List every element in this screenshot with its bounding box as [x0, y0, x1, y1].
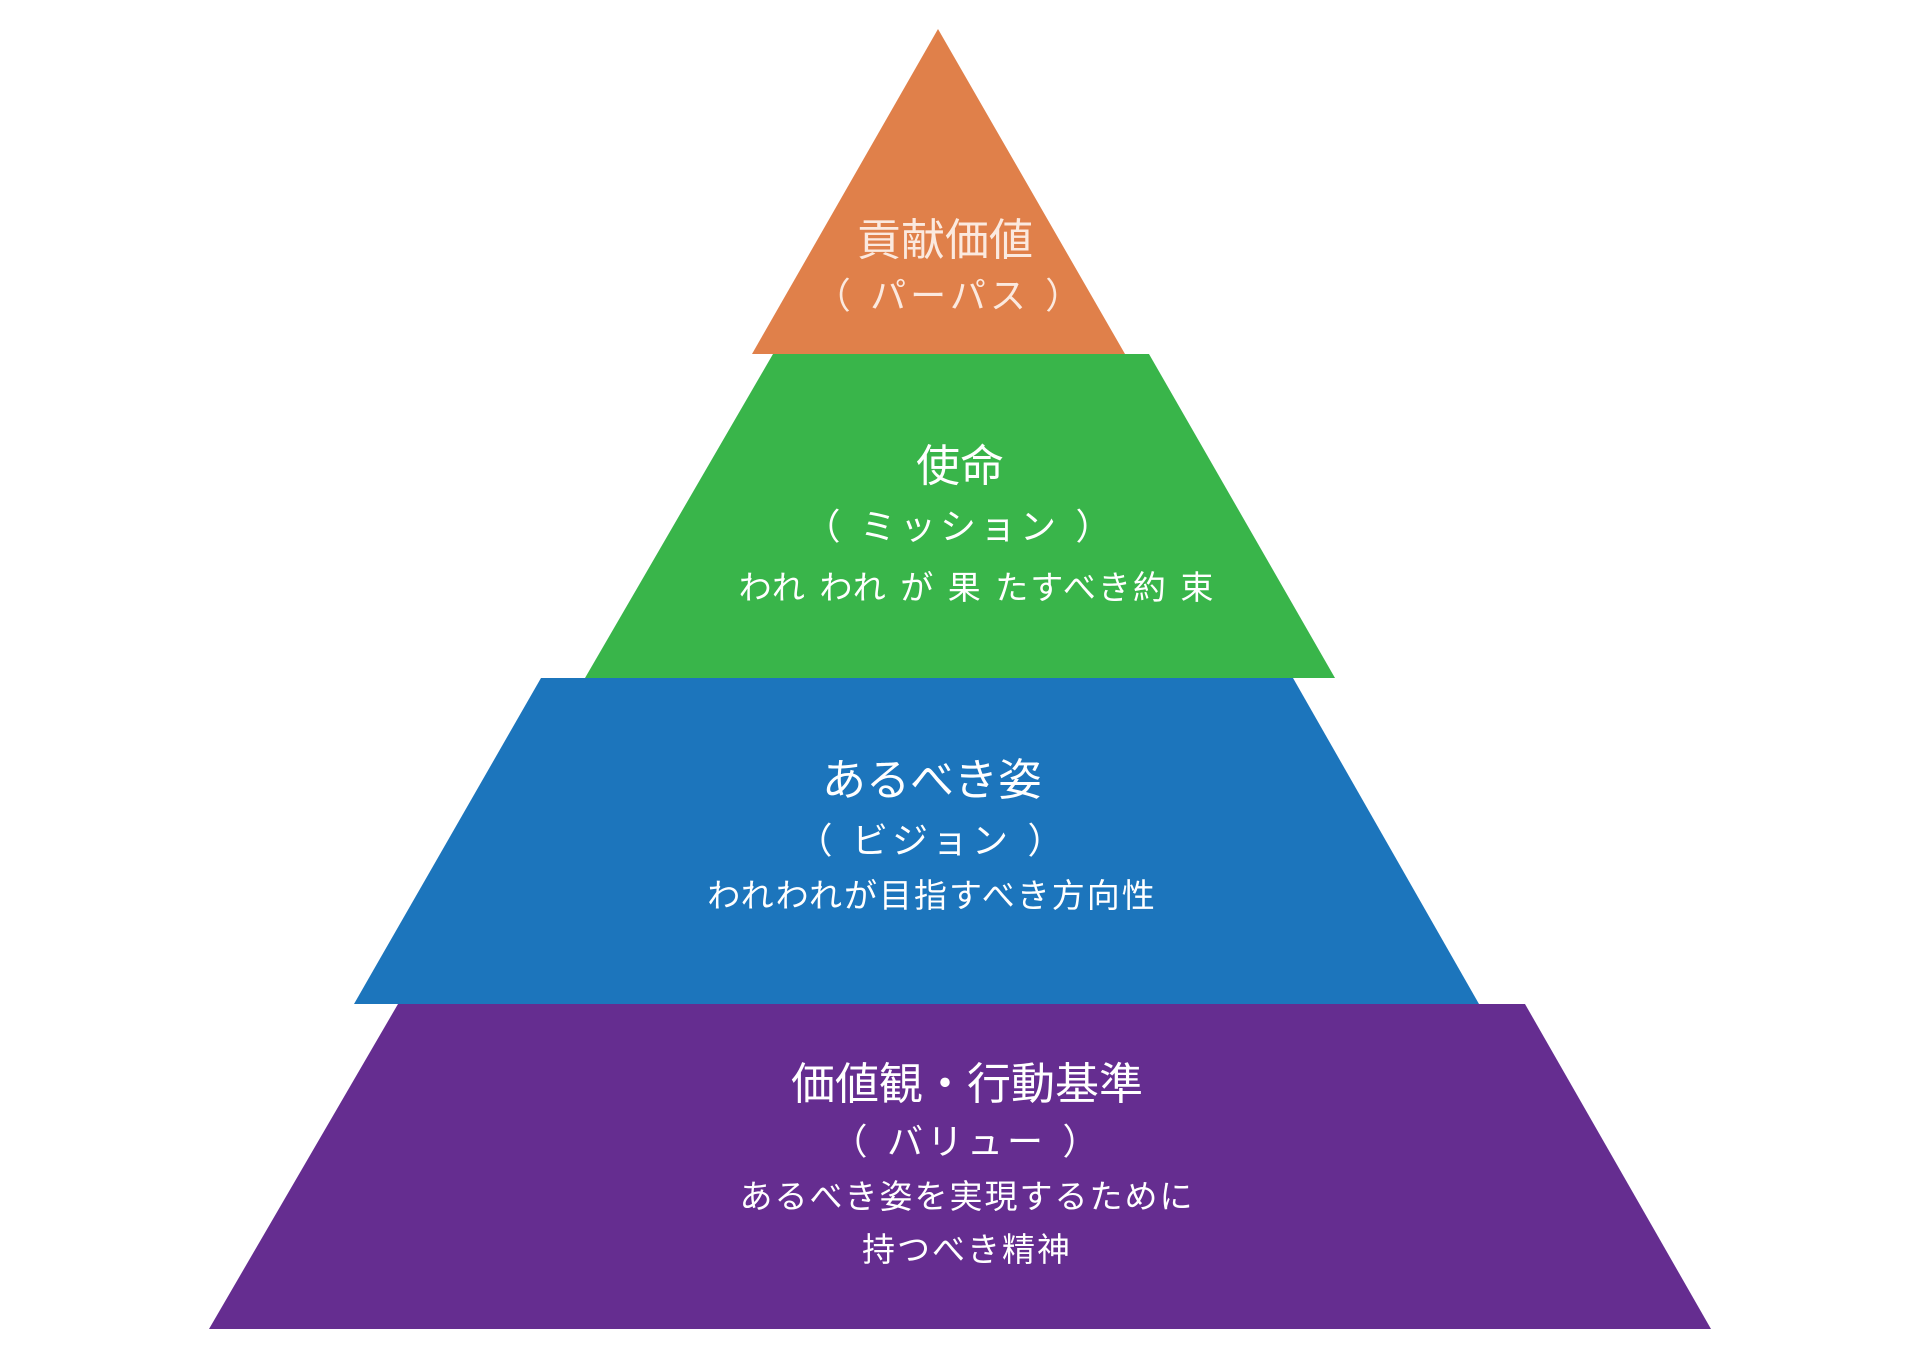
pyramid-tier-values: [209, 1004, 1711, 1329]
vision-subtitle: （ ビジョン ）: [796, 821, 1068, 862]
mission-title: 使命: [916, 441, 1004, 492]
purpose-title: 貢献価値: [857, 215, 1033, 266]
mission-description: われ われ が 果 たすべき約 束: [738, 568, 1216, 607]
purpose-subtitle: （ パーパス ）: [814, 276, 1086, 317]
vision-title: あるべき姿: [822, 755, 1042, 806]
pyramid-tier-vision: [354, 678, 1479, 1004]
pyramid-tier-mission: [585, 354, 1335, 678]
values-description-line2: 持つべき精神: [862, 1230, 1072, 1269]
pyramid-tier-purpose: [752, 29, 1125, 354]
values-title: 価値観・行動基準: [791, 1059, 1143, 1110]
values-subtitle: （ バリュー ）: [831, 1122, 1103, 1163]
mission-subtitle: （ ミッション ）: [804, 507, 1116, 548]
values-description-line1: あるべき姿を実現するために: [739, 1177, 1195, 1216]
vision-description: われわれが目指すべき方向性: [707, 876, 1157, 915]
